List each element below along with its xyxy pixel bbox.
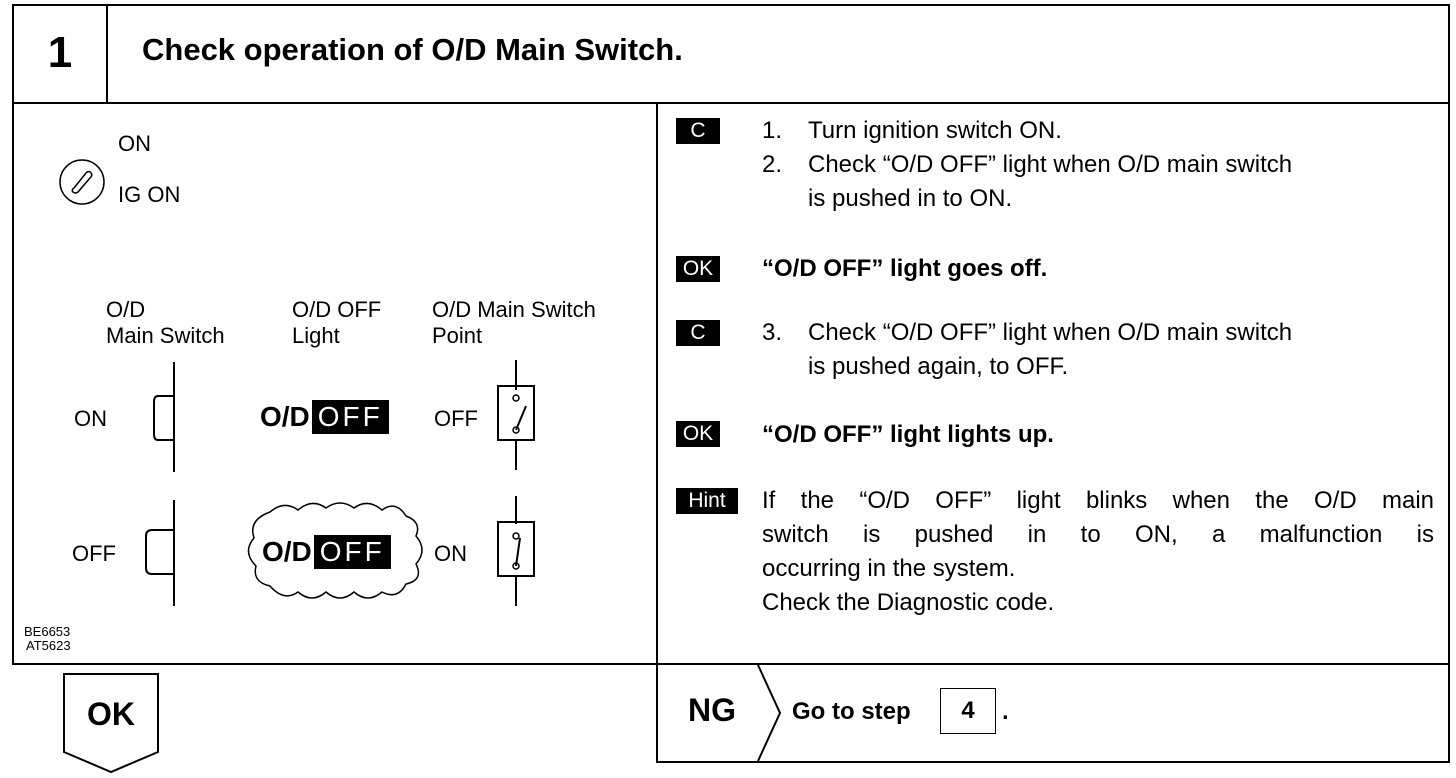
ok-tag: OK (676, 421, 720, 447)
col-main-switch-line2: Main Switch (106, 323, 225, 348)
col-point-line2: Point (432, 323, 483, 348)
ok-arrow-box (63, 673, 159, 774)
figure-code-1: BE6653 (24, 624, 71, 639)
figure-code-2: AT5623 (26, 638, 71, 653)
row2-switch-state: OFF (72, 541, 116, 566)
goto-text: Go to step (792, 698, 911, 725)
col-light-line1: O/D OFF (292, 297, 382, 322)
row1-switch-state: ON (74, 406, 107, 431)
row2-od-off-lamp: O/D OFF (262, 535, 391, 569)
step-title: Check operation of O/D Main Switch. (142, 32, 683, 67)
row2-point-state: ON (434, 541, 467, 566)
goto-step-number: 4 (940, 688, 996, 734)
instruction-3: 3.Check “O/D OFF” light when O/D main sw… (762, 319, 1293, 380)
ng-box (656, 663, 1450, 763)
step-number: 1 (47, 28, 73, 77)
switch-point-open-icon (497, 360, 535, 470)
lamp-off-text: OFF (311, 400, 389, 434)
goto-period: . (1002, 698, 1009, 725)
lamp-od-text: O/D (260, 401, 310, 432)
header-divider (106, 4, 108, 104)
switch-pushed-icon (153, 362, 175, 472)
lamp-od-text: O/D (262, 536, 312, 567)
ignition-ig-on-label: IG ON (118, 182, 181, 207)
ok-result-2: “O/D OFF” light lights up. (762, 421, 1054, 448)
body-divider (656, 102, 658, 665)
ok-label: OK (87, 696, 135, 732)
instruction-2: 2.Check “O/D OFF” light when O/D main sw… (762, 151, 1293, 212)
check-tag: C (676, 320, 720, 346)
ng-label: NG (688, 692, 736, 728)
ng-chevron-icon (757, 665, 782, 761)
col-light-line2: Light (292, 323, 340, 348)
col-main-switch-line1: O/D (106, 297, 146, 322)
instruction-1: 1.Turn ignition switch ON. (762, 117, 1062, 144)
check-tag: C (676, 118, 720, 144)
switch-point-closed-icon (497, 496, 535, 606)
blink-burst-icon (247, 502, 423, 599)
lamp-off-text: OFF (313, 535, 391, 569)
ok-result-1: “O/D OFF” light goes off. (762, 255, 1048, 282)
switch-released-icon (145, 500, 175, 606)
row1-od-off-lamp: O/D OFF (260, 400, 389, 434)
row1-point-state: OFF (434, 406, 478, 431)
ignition-on-label: ON (118, 131, 151, 156)
col-point-line1: O/D Main Switch (432, 297, 596, 322)
ignition-key-icon (59, 159, 105, 205)
ok-tag: OK (676, 256, 720, 282)
hint-text: If the “O/D OFF” light blinks when the O… (762, 487, 1434, 616)
hint-tag: Hint (676, 488, 738, 514)
